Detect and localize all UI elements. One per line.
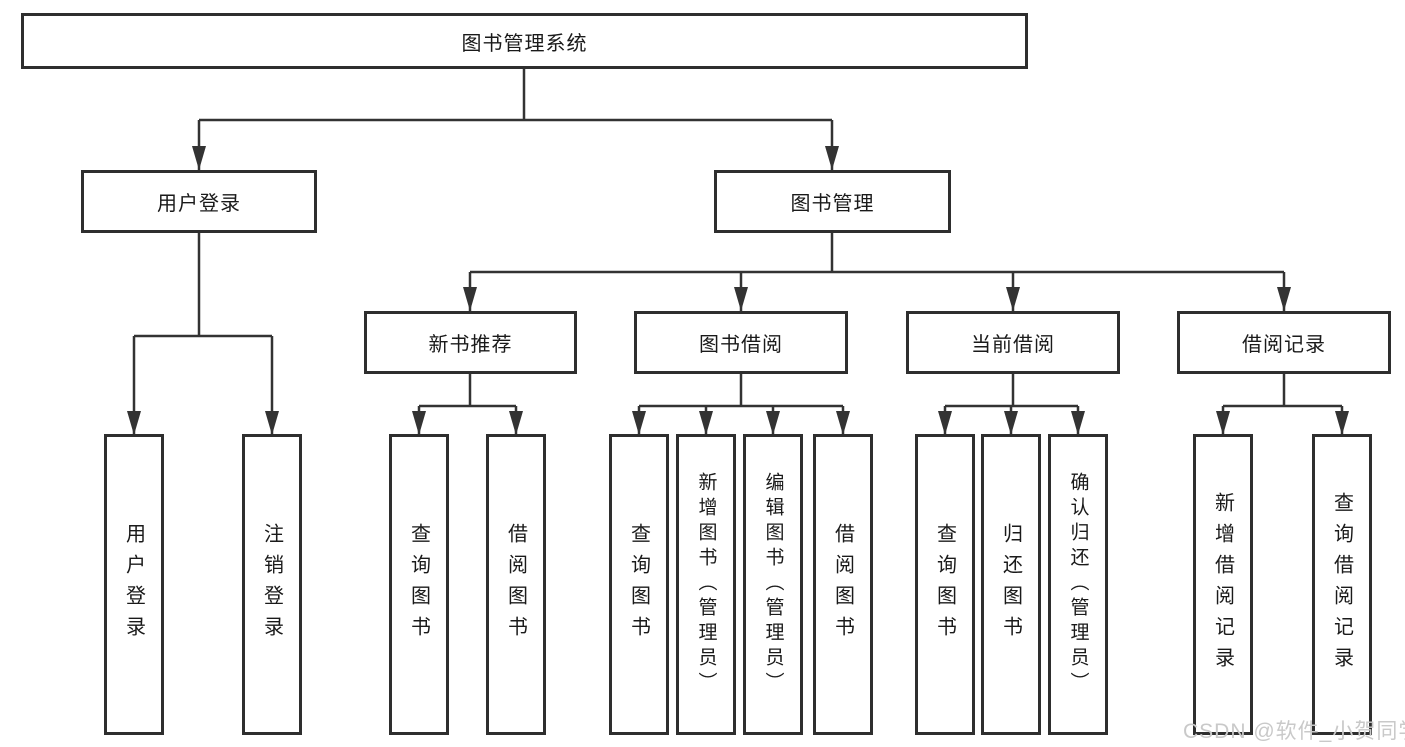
node-book-borrow: 图书借阅 [634,311,848,374]
leaf-newbook-borrow: 借阅图书 [486,434,546,735]
leaf-current-query: 查询图书 [915,434,975,735]
leaf-borrow-add-admin: 新增图书（管理员） [676,434,736,735]
node-new-book-recommend: 新书推荐 [364,311,577,374]
leaf-borrow-edit-admin: 编辑图书（管理员） [743,434,803,735]
node-user-login: 用户登录 [81,170,317,233]
node-borrow-records: 借阅记录 [1177,311,1391,374]
leaf-current-confirm-admin: 确认归还（管理员） [1048,434,1108,735]
watermark: CSDN @软件_小贺同学 [1183,720,1405,743]
leaf-newbook-query: 查询图书 [389,434,449,735]
leaf-borrow-query: 查询图书 [609,434,669,735]
leaf-logout: 注销登录 [242,434,302,735]
leaf-user-login: 用户登录 [104,434,164,735]
leaf-records-query: 查询借阅记录 [1312,434,1372,735]
leaf-borrow-borrow: 借阅图书 [813,434,873,735]
node-root: 图书管理系统 [21,13,1028,69]
leaf-current-return: 归还图书 [981,434,1041,735]
node-current-borrow: 当前借阅 [906,311,1120,374]
node-book-management: 图书管理 [714,170,951,233]
leaf-records-add: 新增借阅记录 [1193,434,1253,735]
